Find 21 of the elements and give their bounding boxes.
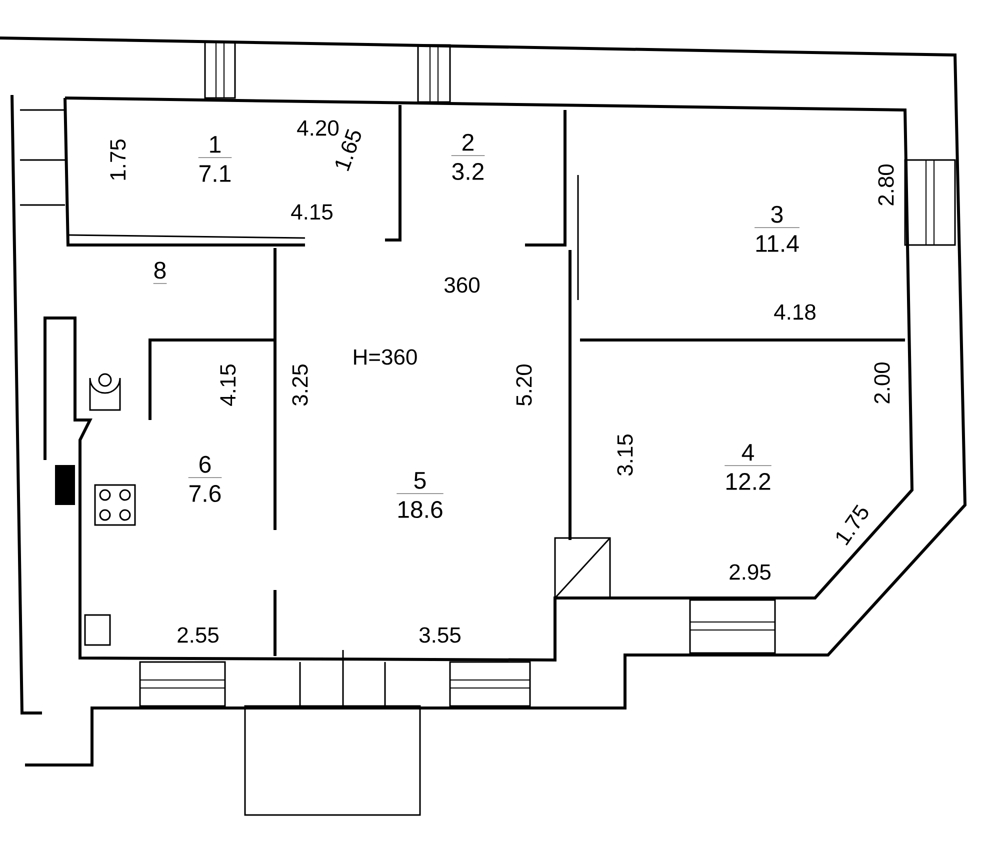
room-label: 2 3.2 bbox=[451, 134, 485, 180]
dimension-label: 2.95 bbox=[730, 564, 770, 580]
room-label: 8 bbox=[153, 262, 167, 284]
dimension-label: 2.80 bbox=[878, 164, 894, 206]
room-label: 3 11.4 bbox=[754, 206, 800, 252]
dimension-label: H=360 bbox=[354, 349, 417, 365]
dimension-label: 2.55 bbox=[178, 627, 218, 643]
dimension-label: 2.00 bbox=[874, 362, 890, 404]
dimension-label: 3.25 bbox=[292, 364, 308, 406]
dimension-label: 3.15 bbox=[617, 434, 633, 476]
room-label: 6 7.6 bbox=[188, 456, 222, 502]
room-label: 4 12.2 bbox=[724, 444, 772, 490]
dimension-label: 360 bbox=[444, 277, 480, 293]
dimension-label: 1.75 bbox=[110, 140, 126, 180]
dimension-label: 4.15 bbox=[291, 204, 332, 220]
dimension-label: 4.18 bbox=[774, 304, 816, 320]
room-label: 1 7.1 bbox=[198, 136, 232, 182]
dimension-label: 5.20 bbox=[516, 364, 532, 406]
dimension-label: 4.15 bbox=[220, 364, 236, 406]
room-label: 5 18.6 bbox=[396, 472, 444, 518]
dimension-label: 3.55 bbox=[419, 627, 460, 643]
